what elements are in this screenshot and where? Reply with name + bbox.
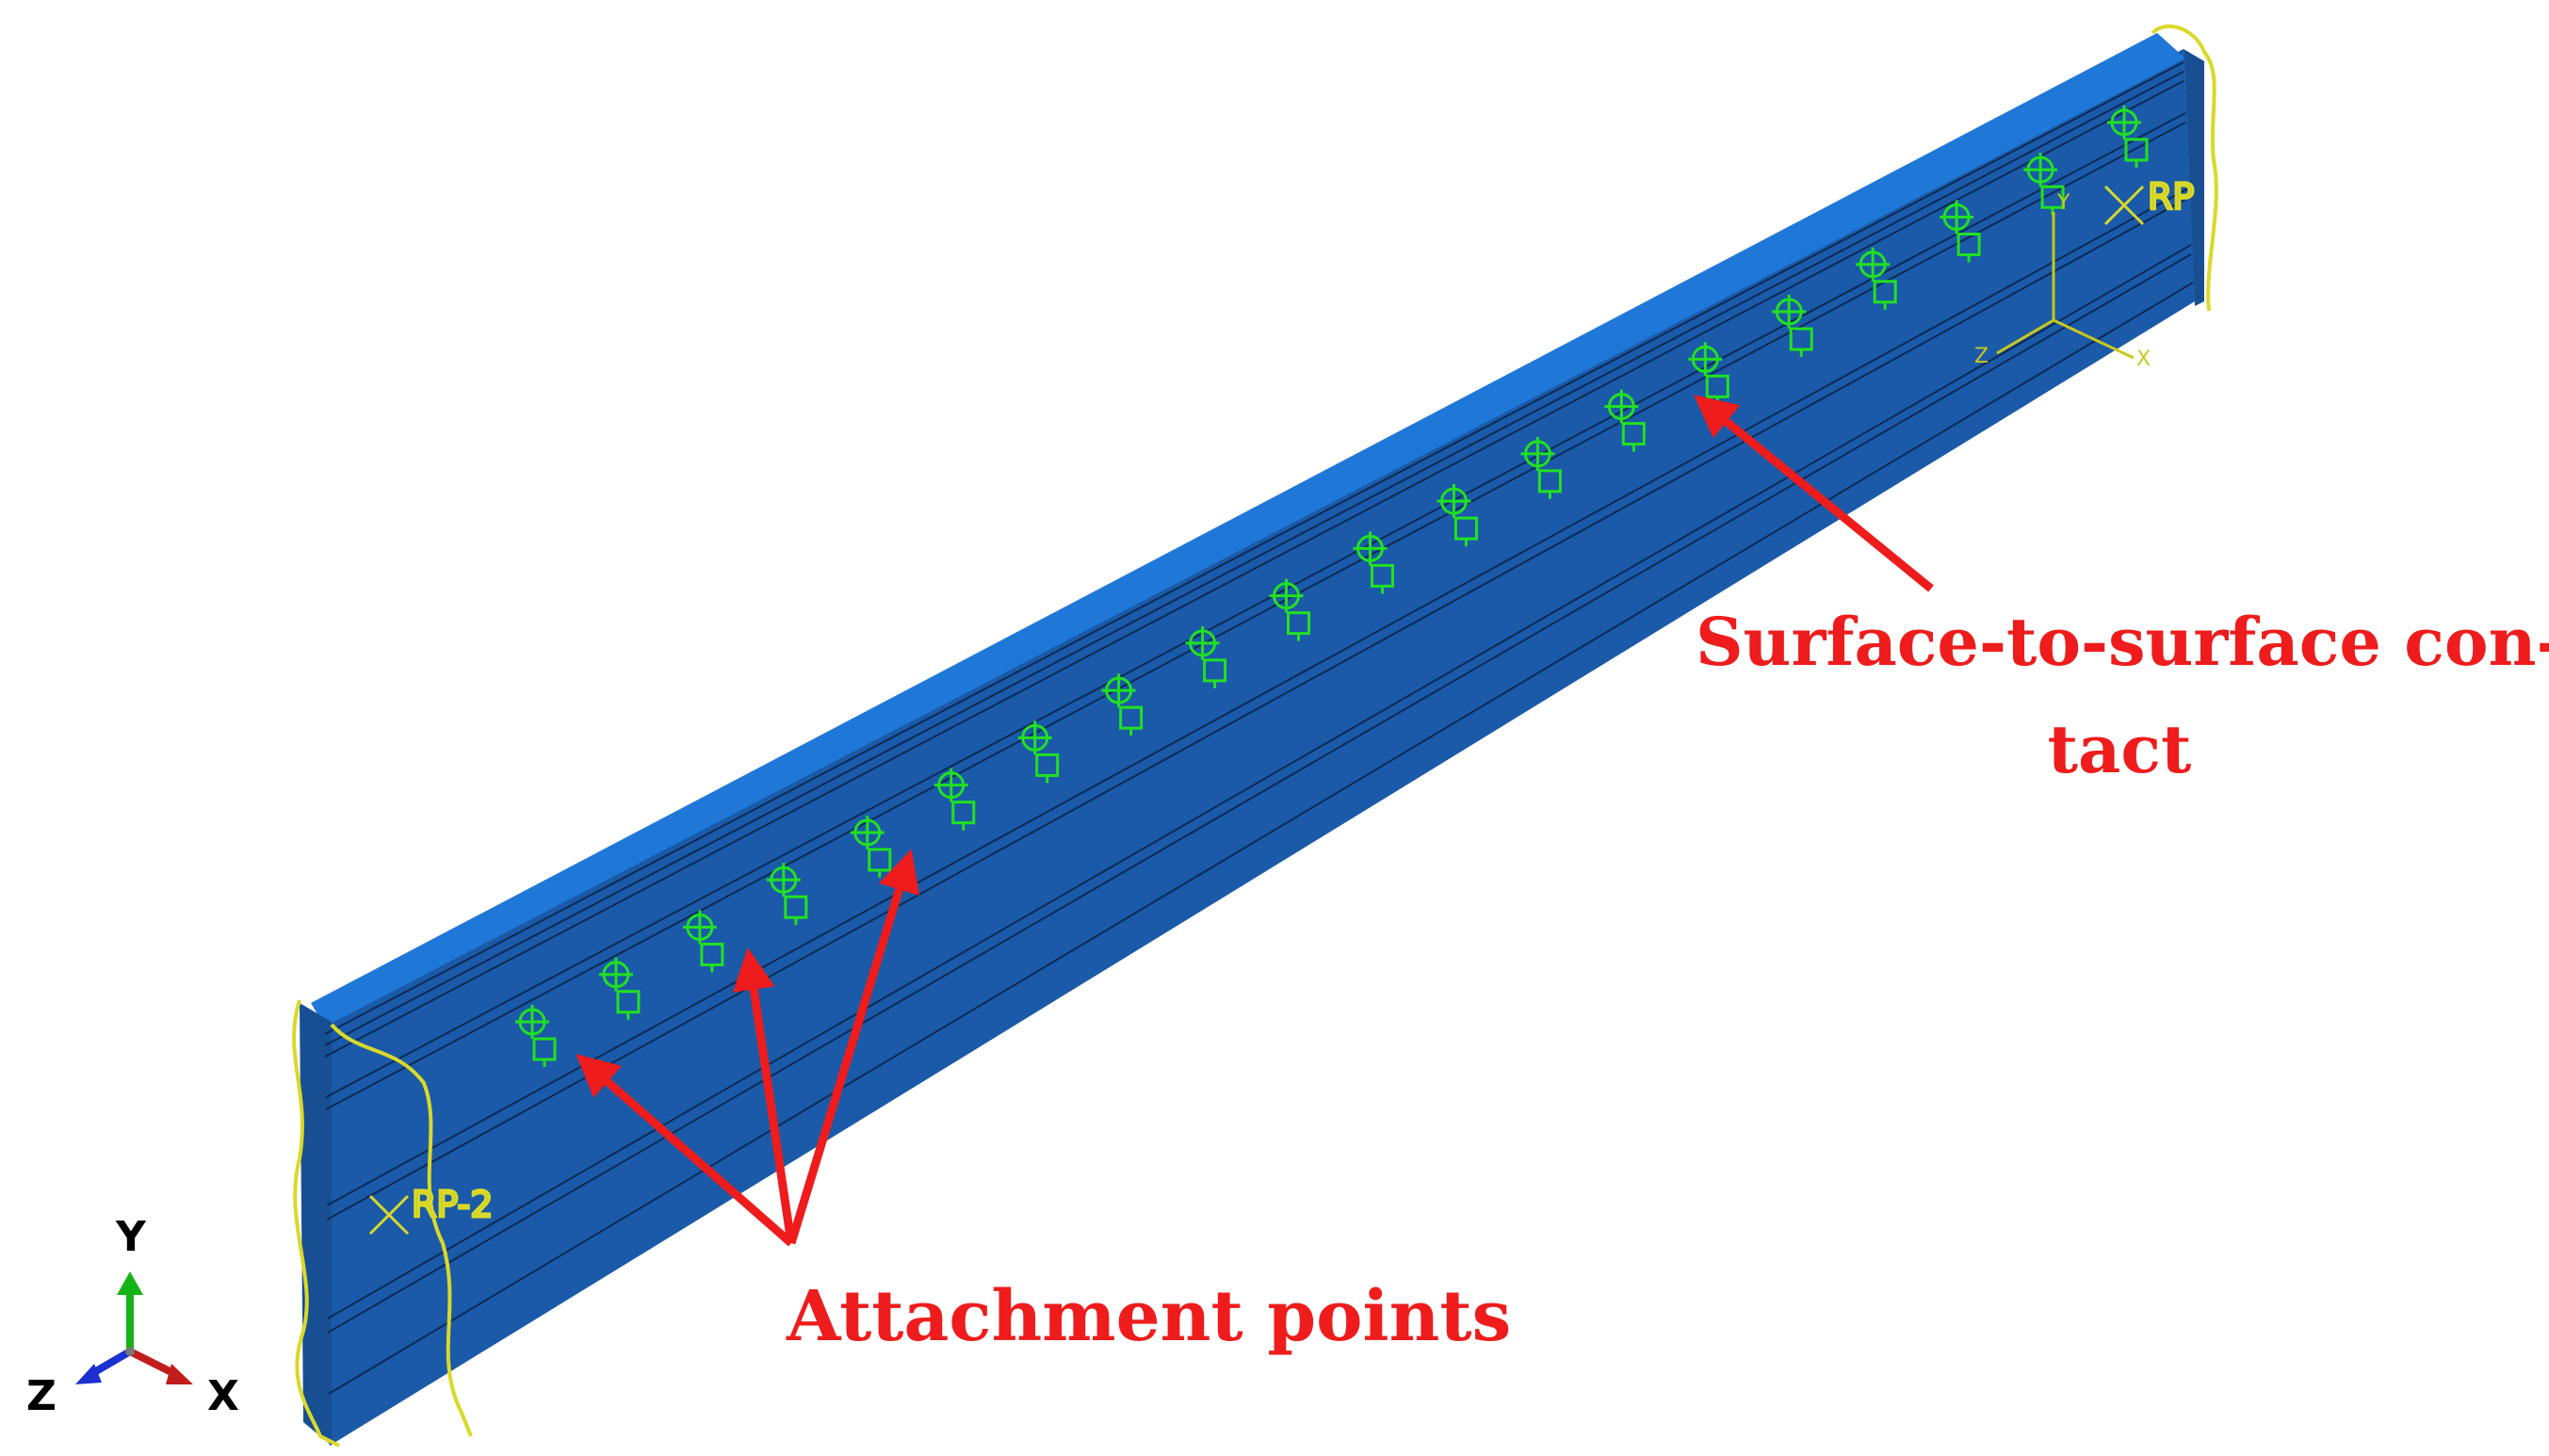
attachment-point xyxy=(1437,484,1478,547)
triad-x-label: X xyxy=(207,1372,239,1420)
attachment-point xyxy=(1185,625,1227,688)
local-x-label: X xyxy=(2136,348,2151,371)
triad-z-head xyxy=(75,1364,102,1384)
local-y-label: Y xyxy=(2056,191,2070,215)
attachment-point xyxy=(598,957,641,1020)
triad-y-label: Y xyxy=(116,1213,146,1261)
global-triad xyxy=(75,1271,193,1384)
callout-arrows xyxy=(576,395,1934,1247)
beam-groove-line xyxy=(324,71,2184,1046)
triad-origin xyxy=(125,1347,135,1356)
attachment-point xyxy=(2023,153,2065,216)
near-end-constraint xyxy=(292,999,473,1448)
surface-contact-label: Surface-to-surface con- tact xyxy=(1696,589,2549,803)
far-end-constraint xyxy=(2151,24,2218,312)
triad-y-head xyxy=(117,1271,143,1295)
reference-point-rp2: RP-2 xyxy=(368,1183,495,1236)
beam-top-face xyxy=(311,33,2185,1027)
beam-groove-line xyxy=(326,187,2189,1206)
triad-x-head xyxy=(166,1364,193,1384)
attachment-point xyxy=(682,910,724,973)
rp-label: RP xyxy=(2148,176,2194,218)
attachment-point xyxy=(1017,720,1060,784)
triad-x-axis xyxy=(128,1348,179,1379)
attachment-point xyxy=(515,1005,557,1067)
attachment-point xyxy=(766,863,808,926)
beam-groove-line xyxy=(324,80,2184,1058)
attachment-point xyxy=(1269,578,1311,641)
attachment-point xyxy=(1856,247,1897,310)
attachment-point xyxy=(1604,389,1646,452)
contact-arrow xyxy=(1694,395,1934,592)
attach-arrow-1 xyxy=(576,1054,794,1247)
reference-point-rp: RP xyxy=(2103,175,2196,226)
attachment-point xyxy=(1772,295,1813,358)
attachment-points xyxy=(515,105,2149,1067)
rp2-label: RP-2 xyxy=(412,1184,493,1225)
beam-groove-line xyxy=(324,61,2184,1035)
attachment-point xyxy=(2107,105,2149,168)
attachment-point xyxy=(1353,531,1394,594)
attachment-points-label: Attachment points xyxy=(787,1276,1512,1357)
beam-groove-line xyxy=(326,197,2189,1221)
beam-end-face xyxy=(300,1003,332,1446)
attachment-point xyxy=(1520,436,1562,499)
attach-arrow-2 xyxy=(732,947,796,1244)
triad-z-label: Z xyxy=(26,1372,57,1420)
beam-far-end-face xyxy=(2184,49,2204,306)
beam-groove-line xyxy=(328,282,2194,1395)
surface-contact-line-2: tact xyxy=(2047,710,2192,788)
local-z-label: Z xyxy=(1974,345,1989,368)
beam-groove-line xyxy=(327,253,2192,1334)
attachment-point xyxy=(934,768,976,831)
surface-contact-line-1: Surface-to-surface con- xyxy=(1696,603,2549,681)
attachment-point xyxy=(1940,200,1981,263)
local-csys: Y Z X xyxy=(1974,191,2151,371)
beam-groove-line xyxy=(327,244,2192,1319)
attachment-point xyxy=(1101,673,1144,736)
attach-arrow-3 xyxy=(787,849,920,1245)
end-constraints xyxy=(292,24,2218,1448)
